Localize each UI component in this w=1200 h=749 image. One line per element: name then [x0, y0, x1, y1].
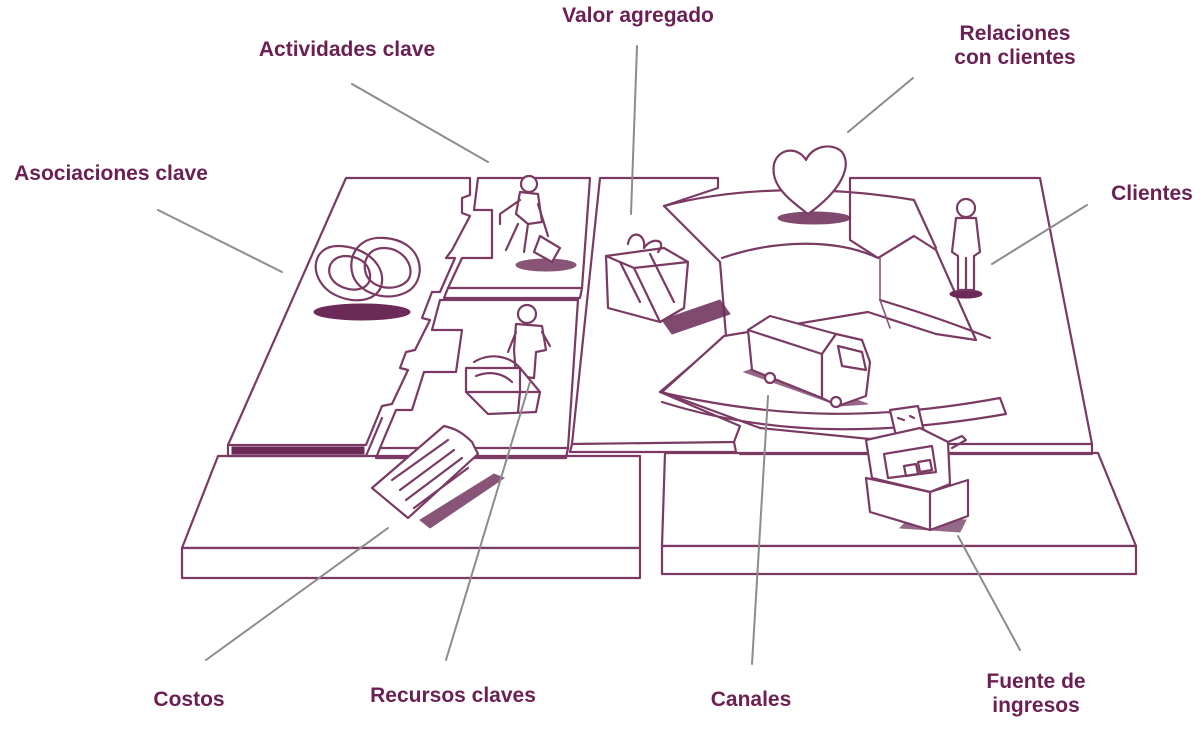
leader-lines	[157, 45, 1088, 665]
treasure-box-icon	[464, 355, 542, 416]
label-channels: Canales	[710, 688, 792, 711]
label-key-resources: Recursos claves	[370, 684, 536, 707]
label-value-proposition: Valor agregado	[562, 4, 714, 27]
leader-channels	[751, 395, 769, 665]
label-revenue-streams: Fuente de ingresos	[986, 670, 1086, 717]
leader-revenue-streams	[957, 535, 1021, 651]
leader-customer-relationships	[847, 77, 914, 133]
document-icon	[370, 424, 506, 529]
worker-icon	[498, 174, 577, 272]
leader-costs	[205, 527, 389, 661]
label-customer-segments: Clientes	[1111, 182, 1193, 205]
heart-icon	[772, 145, 851, 225]
person-icon	[949, 197, 983, 299]
leader-value-proposition	[630, 45, 638, 215]
inspector-icon	[506, 303, 552, 380]
gift-box-icon	[604, 233, 731, 335]
leader-customer-segments	[991, 204, 1088, 265]
label-key-activities: Actividades clave	[258, 38, 436, 61]
leader-key-resources	[445, 381, 531, 661]
rings-icon	[313, 236, 421, 321]
delivery-truck-icon	[742, 314, 872, 409]
label-costs: Costos	[153, 688, 225, 711]
leader-key-activities	[351, 83, 489, 163]
label-customer-relationships: Relaciones con clientes	[954, 22, 1076, 69]
label-key-partners: Asociaciones clave	[14, 162, 208, 185]
cash-register-icon	[864, 404, 970, 533]
leader-key-partners	[157, 209, 283, 273]
